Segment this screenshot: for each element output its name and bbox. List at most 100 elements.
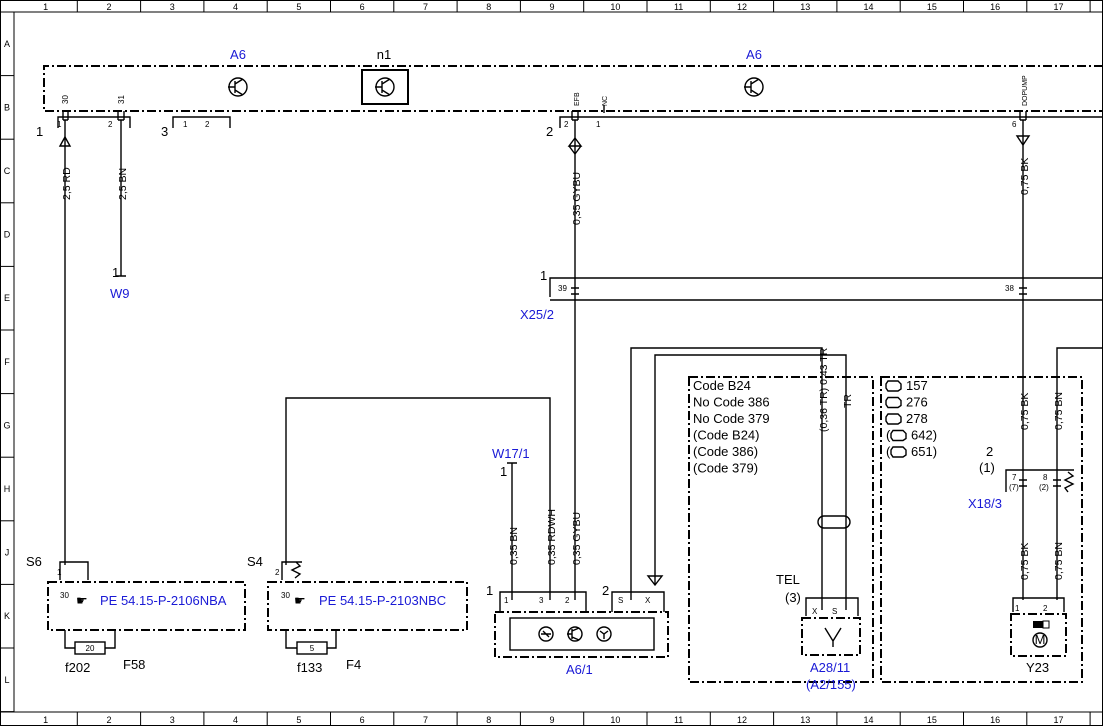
- x25-label: X25/2: [520, 307, 554, 322]
- wire-rd-label: 2,5 RD: [61, 167, 73, 200]
- wire-bn: [116, 120, 126, 277]
- tel-label2: (A2/155): [806, 677, 856, 692]
- frame-col-label: 8: [486, 715, 491, 725]
- engine-paren: (: [886, 444, 891, 459]
- wire-tel-2: [654, 354, 847, 610]
- frame-col-label: 17: [1053, 2, 1063, 12]
- code-item: No Code 379: [693, 411, 770, 426]
- frame-col-label: 14: [864, 2, 874, 12]
- a6-1-conn2: 2: [602, 583, 609, 598]
- x18-pin7: 7: [1012, 473, 1017, 482]
- frame-col-label: 1: [43, 2, 48, 12]
- tel-box: [801, 617, 861, 656]
- wire-rdwh-label: 0,35 RDWH: [546, 509, 558, 565]
- wire-bk-mid-label: 0,75 BK: [1019, 393, 1031, 430]
- pin-3-1: 1: [183, 120, 188, 129]
- x25-conn-num: 1: [540, 268, 547, 283]
- s6-label: S6: [26, 554, 42, 569]
- code-item: (Code 386): [693, 444, 758, 459]
- a6-1-pS: S: [618, 596, 623, 605]
- wire-gybu-label: 0,35 GYBU: [571, 172, 583, 225]
- connector-arrow-icon: [58, 135, 72, 147]
- a6-1-box: [494, 611, 669, 658]
- frame-col-label: 15: [927, 715, 937, 725]
- wire-bn-low-label: 0,75 BN: [1053, 542, 1065, 580]
- frame-row-label: G: [3, 420, 10, 430]
- engine-icon: [890, 429, 907, 442]
- y23-label: Y23: [1026, 660, 1049, 675]
- antenna-receiver-icon: [596, 626, 612, 642]
- wire-bn-label: 2,5 BN: [117, 168, 129, 200]
- frame-col-label: 9: [550, 715, 555, 725]
- frame-col-label: 16: [990, 2, 1000, 12]
- n1-label: n1: [377, 47, 391, 62]
- engine-box: [880, 376, 1083, 683]
- x18-connector: [1005, 469, 1074, 492]
- x18-pin8b: (2): [1039, 483, 1049, 492]
- s4-ref[interactable]: PE 54.15-P-2103NBC: [319, 593, 446, 608]
- wire-w17-bn: [507, 462, 517, 600]
- x25-pin-38: 38: [1005, 284, 1014, 293]
- x18-alt: (1): [979, 460, 995, 475]
- fuse-f202-icon: [74, 641, 106, 655]
- tel-label1: A28/11: [810, 660, 850, 675]
- w17-label: W17/1: [492, 446, 530, 461]
- engine-item: 276: [906, 395, 928, 410]
- engine-icon: [885, 396, 902, 409]
- relay-f4: F4: [346, 657, 361, 672]
- pin-dopump-num: 6: [1012, 120, 1017, 129]
- f4-leads: [285, 630, 337, 649]
- wire-y23-bn: [1056, 347, 1103, 600]
- s6-ref[interactable]: PE 54.15-P-2106NBA: [100, 593, 227, 608]
- f58-leads: [64, 630, 116, 649]
- relay-f58: F58: [123, 657, 145, 672]
- a6-right-label: A6: [746, 47, 762, 62]
- wire-rdwh: [285, 397, 551, 600]
- conn-2-num: 2: [546, 124, 553, 139]
- s4-box: [267, 581, 468, 631]
- engine-icon: [890, 446, 907, 458]
- wire-tr-043-label: (0,36 TR) 0,43 TR: [818, 347, 830, 432]
- code-item: No Code 386: [693, 395, 770, 410]
- pin-nc-num: 1: [596, 120, 601, 129]
- pin-nc-label: NC: [602, 96, 609, 106]
- frame-col-label: 5: [296, 715, 301, 725]
- a6-1-inner: [509, 617, 655, 651]
- frame-col-label: 11: [674, 2, 683, 12]
- code-item: (Code 379): [693, 461, 758, 476]
- wire-tel-1: [630, 347, 823, 610]
- frame-row-label: C: [4, 166, 11, 176]
- connector-arrow-icon: [1015, 135, 1031, 147]
- a6-bus-border: [43, 65, 1103, 112]
- heater-control-icon: [538, 626, 554, 642]
- frame-col-label: 1: [43, 715, 48, 725]
- s6-connector: [59, 561, 89, 580]
- pin-dopump-label: DOPUMP: [1022, 75, 1029, 106]
- tel-pS: S: [832, 607, 837, 616]
- frame-row-label: E: [4, 293, 10, 303]
- fuse-f133: f133: [297, 660, 322, 675]
- s6-pin30: 30: [60, 591, 69, 600]
- s4-connector: [281, 561, 302, 580]
- frame-col-label: 9: [550, 2, 555, 12]
- pin-1: 1: [57, 120, 62, 129]
- tel-connector: [805, 597, 859, 616]
- wire-w17-bn-label: 0,35 BN: [508, 527, 520, 565]
- wire-bn-mid-label: 0,75 BN: [1053, 392, 1065, 430]
- wire-tr-label: TR: [842, 394, 854, 408]
- frame-col-label: 3: [170, 715, 175, 725]
- frame-row-label: H: [4, 484, 11, 494]
- y23-pin2: 2: [1043, 604, 1048, 613]
- engine-item: 157: [906, 378, 928, 393]
- pointer-hand-icon: ☛: [294, 593, 306, 608]
- s4-pin2: 2: [275, 568, 280, 577]
- frame-col-label: 7: [423, 2, 428, 12]
- twisted-pair-icon: [817, 515, 851, 529]
- valve-icon: [1033, 621, 1043, 628]
- transistor-icon: [228, 77, 248, 97]
- conn-1-num: 1: [36, 124, 43, 139]
- frame-col-label: 12: [737, 715, 747, 725]
- x25-pin-39: 39: [558, 284, 567, 293]
